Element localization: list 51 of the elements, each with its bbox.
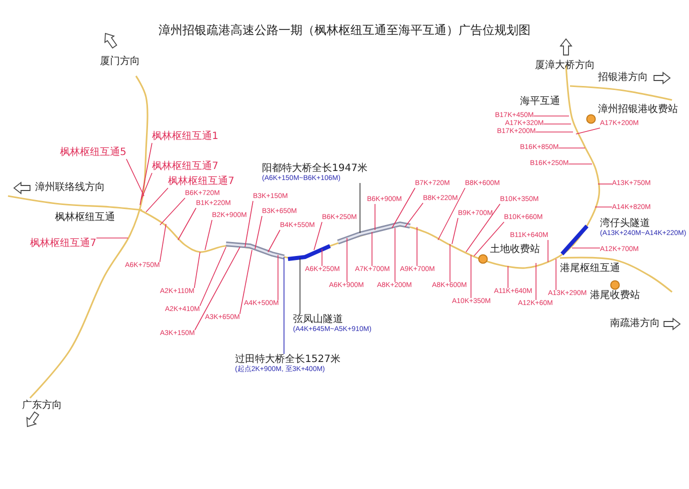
- leader-line: [268, 230, 280, 252]
- leader-line: [394, 228, 396, 282]
- leader-line: [160, 198, 186, 226]
- leader-line: [416, 226, 418, 266]
- direction-label: 招银港方向: [598, 72, 648, 84]
- interchange-label: 枫林枢纽互通: [55, 212, 115, 224]
- leader-line: [159, 224, 166, 262]
- leader-line: [146, 188, 168, 212]
- leader-line: [466, 204, 500, 252]
- leader-line: [126, 158, 144, 196]
- ad-site-label: 枫林枢纽互通7: [168, 176, 234, 188]
- ad-site-label: 枫林枢纽互通7: [152, 161, 218, 173]
- ad-site-label: 枫林枢纽互通1: [152, 131, 218, 143]
- leader-line: [576, 128, 600, 134]
- leader-line: [204, 220, 212, 250]
- ad-site-label: 枫林枢纽互通7: [30, 238, 96, 250]
- direction-label: 南疏港方向: [610, 318, 660, 330]
- leader-line: [474, 222, 504, 256]
- leader-line: [346, 238, 348, 282]
- direction-label: 广东方向: [22, 400, 62, 412]
- leader-line: [452, 218, 458, 244]
- leader-line: [194, 252, 200, 288]
- structure-label: 弦凤山隧道: [293, 314, 344, 326]
- leader-line: [199, 246, 226, 306]
- ad-site-label: 枫林枢纽互通5: [60, 147, 126, 159]
- direction-label: 漳州联络线方向: [35, 182, 105, 194]
- leader-line: [178, 208, 196, 240]
- direction-label: 厦漳大桥方向: [535, 60, 595, 72]
- title: 漳州招银疏港高速公路一期（枫林枢纽互通至海平互通）广告位规划图: [158, 23, 530, 37]
- leader-line: [140, 172, 152, 200]
- direction-label: 厦门方向: [100, 56, 140, 68]
- leader-line: [374, 204, 376, 230]
- toll-station-label: 土地收费站: [490, 244, 540, 256]
- leader-line: [239, 250, 252, 314]
- leader-line: [194, 246, 240, 330]
- leader-line: [140, 142, 152, 206]
- structure-label: 过田特大桥全长1527米: [235, 354, 340, 365]
- structure-label: 湾仔头隧道: [600, 218, 651, 230]
- leader-line: [594, 206, 612, 208]
- toll-station-label: 漳州招银港收费站: [598, 104, 678, 116]
- leader-line: [470, 254, 472, 298]
- leader-line: [254, 216, 262, 250]
- leader-line: [404, 202, 424, 228]
- leader-line: [244, 200, 254, 248]
- leader-line: [438, 188, 466, 240]
- structure-label: 阳都特大桥全长1947米: [262, 163, 368, 174]
- leader-line: [392, 188, 416, 228]
- interchange-label: 港尾枢纽互通: [560, 263, 620, 275]
- toll-station-label: 港尾收费站: [590, 290, 640, 302]
- leader-line: [314, 222, 322, 250]
- interchange-label: 海平互通: [520, 96, 560, 108]
